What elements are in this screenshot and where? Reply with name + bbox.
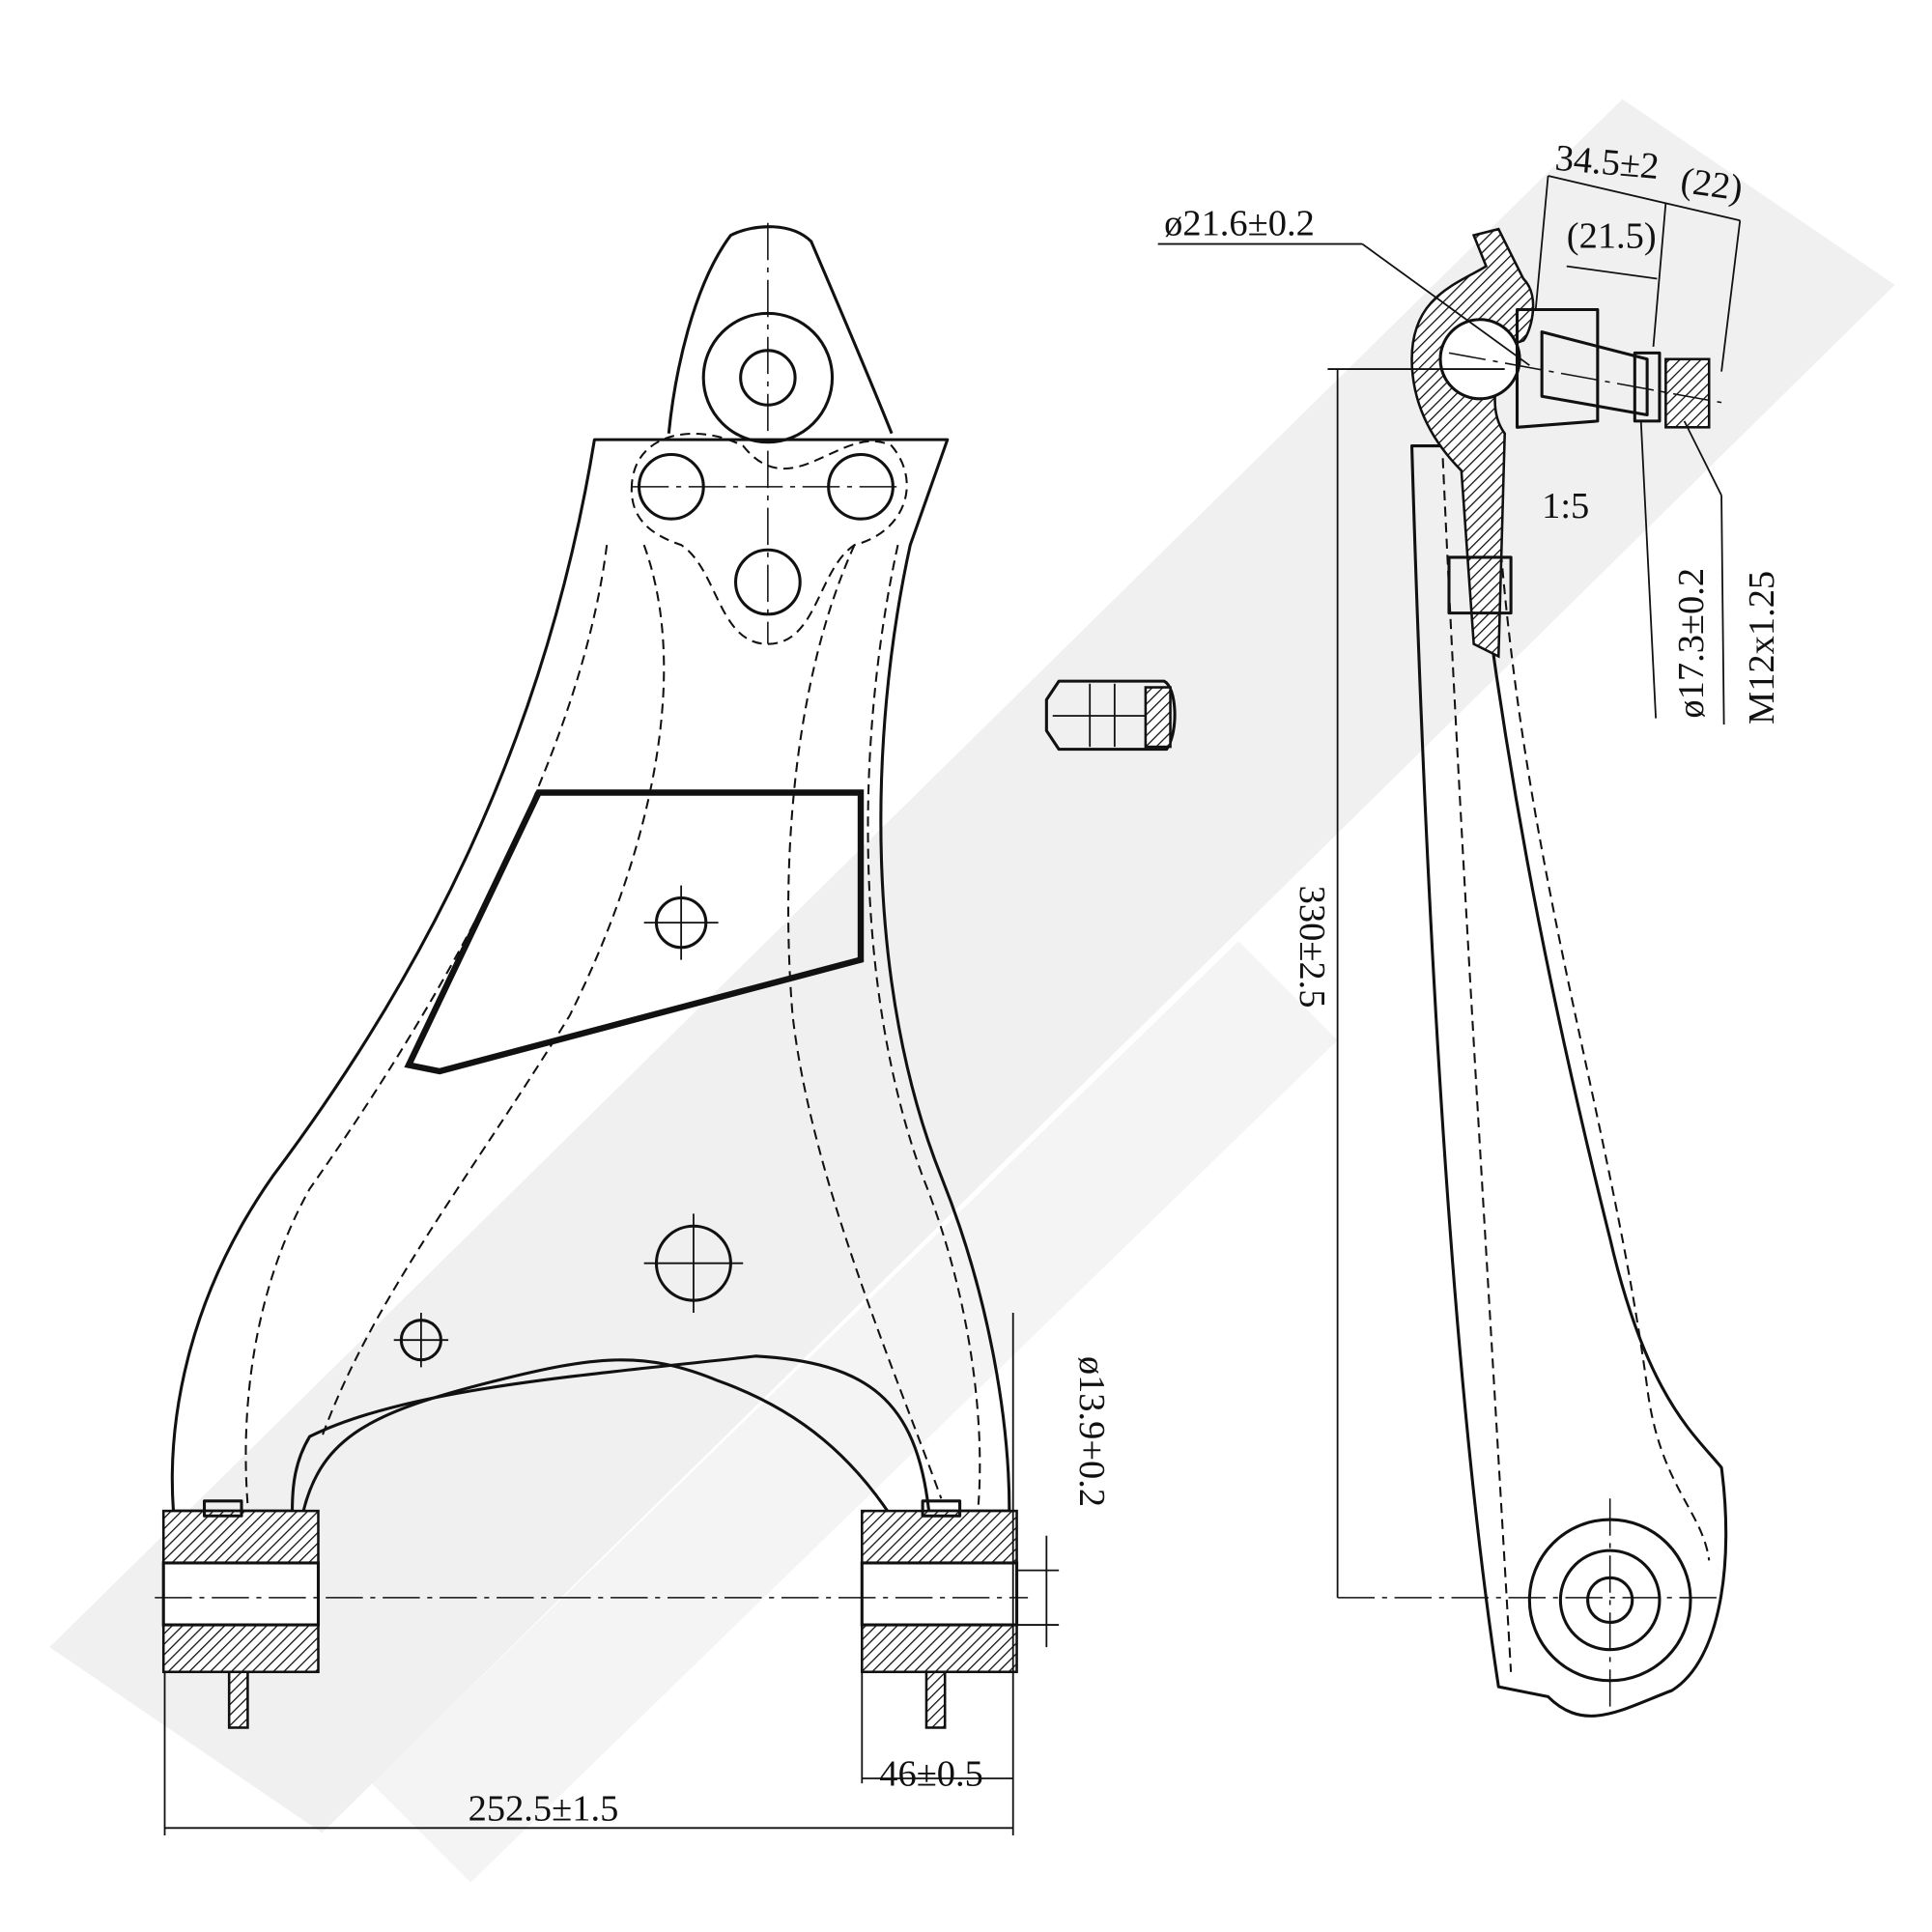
control-arm-side-view: [1337, 227, 1728, 1718]
ball-diameter-dimension: ø21.6±0.2: [1164, 204, 1315, 244]
height-dimension: 330±2.5: [1292, 886, 1332, 1009]
left-bushing: [161, 1499, 321, 1729]
bushing-width-dimension: 46±0.5: [879, 1754, 983, 1795]
thread-length-dimension: (22): [1678, 160, 1745, 210]
stud-length-dimension: 34.5±2: [1553, 138, 1661, 187]
bushing-span-dimension: 252.5±1.5: [469, 1789, 619, 1830]
bushing-bore-dimension: ø13.9+0.2: [1071, 1356, 1112, 1507]
right-bushing: [860, 1499, 1019, 1729]
nut-detail: [1044, 679, 1177, 752]
side-dimensions: ø21.6±0.2 34.5±2 (22) (21.5) 1:5 ø17.3±0…: [1157, 138, 1782, 1598]
taper-length-dimension: (21.5): [1567, 215, 1657, 256]
front-dimensions: 252.5±1.5 46±0.5 ø13.9+0.2: [163, 1312, 1112, 1836]
control-arm-front-view: [155, 222, 1029, 1729]
thread-size-dimension: M12x1.25: [1742, 571, 1782, 724]
watermark: [49, 99, 1895, 1883]
taper-diameter-dimension: ø17.3±0.2: [1671, 568, 1712, 719]
taper-ratio-label: 1:5: [1542, 486, 1589, 526]
